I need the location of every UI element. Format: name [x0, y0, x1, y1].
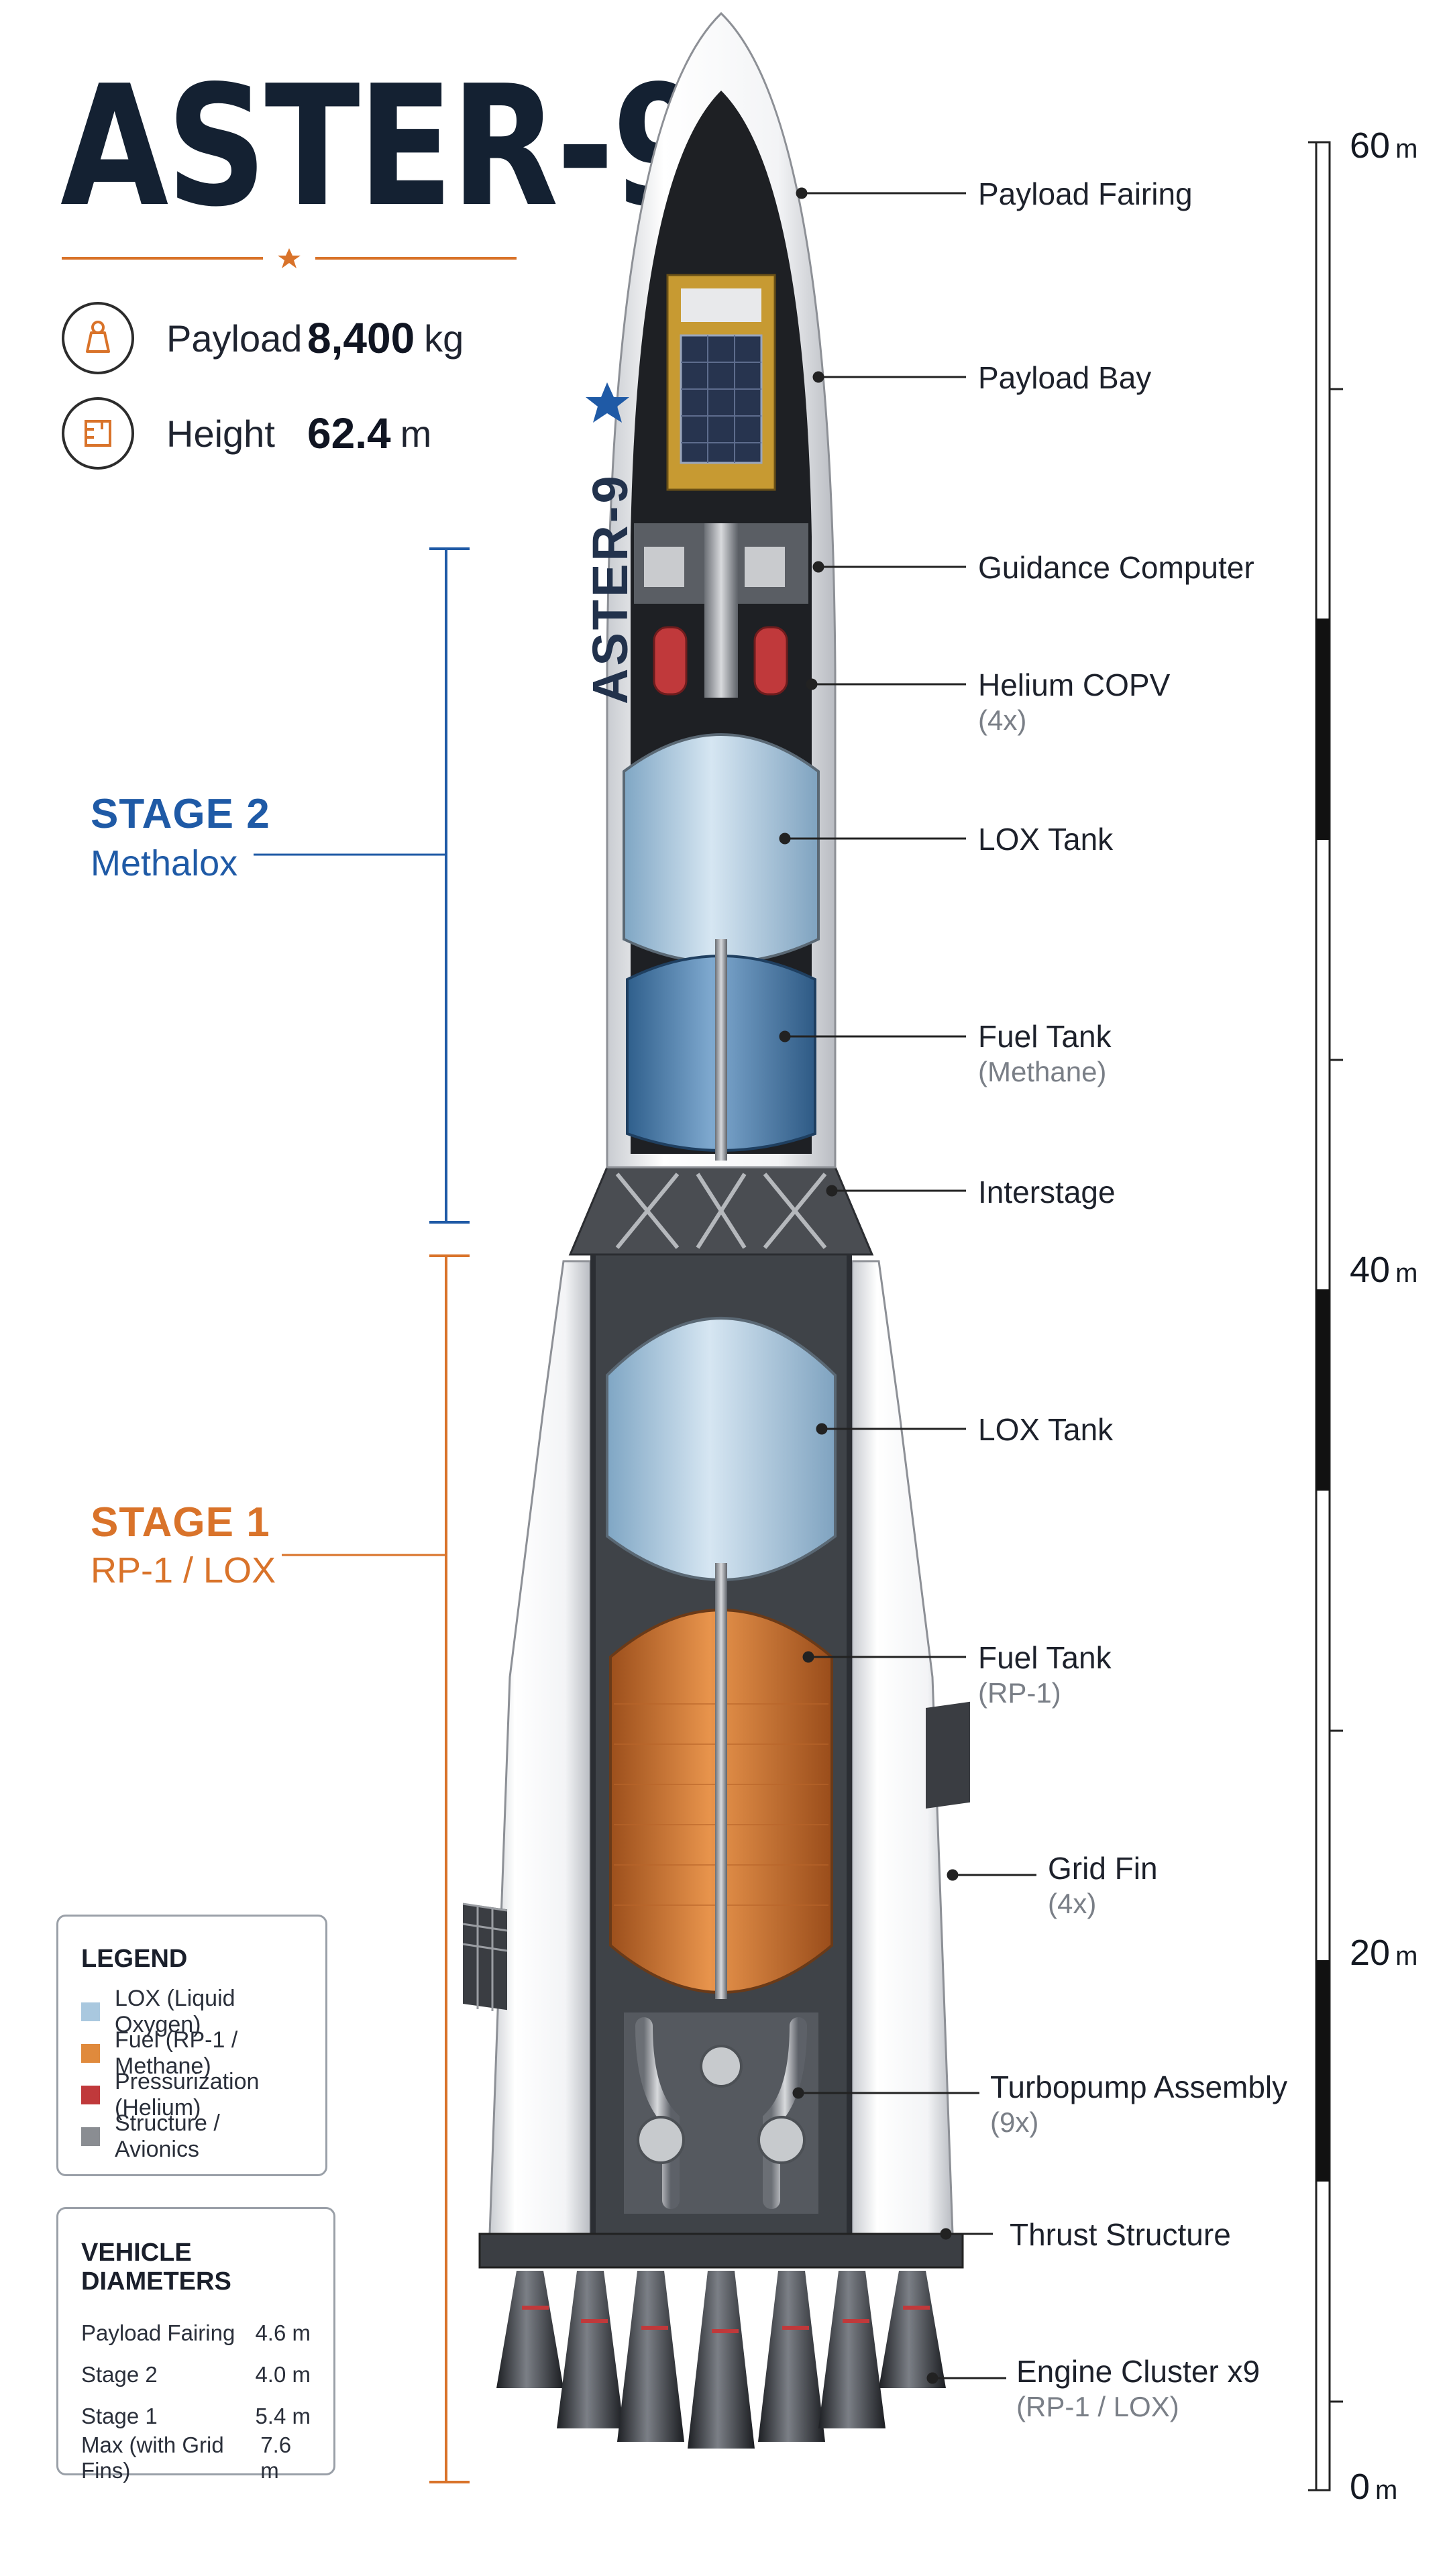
stat-payload-unit: kg	[424, 317, 464, 360]
callout-turbopump-assembly: Turbopump Assembly	[990, 2070, 1288, 2104]
stat-payload-value: 8,400	[307, 314, 415, 362]
payload-satellite	[666, 274, 776, 491]
stage1-bracket	[282, 1254, 470, 2483]
height-scale	[1308, 141, 1343, 2491]
callout-stage2-lox-tank: LOX Tank	[978, 822, 1114, 857]
callout-guidance-computer: Guidance Computer	[978, 550, 1254, 585]
legend-item-lox: LOX (Liquid Oxygen)	[81, 1986, 303, 2037]
helium-copv	[653, 626, 788, 696]
legend-swatch-structure	[81, 2127, 100, 2146]
legend-box: LEGEND LOX (Liquid Oxygen) Fuel (RP-1 / …	[56, 1915, 327, 2176]
stage2-subtitle: Methalox	[91, 843, 238, 883]
title-divider	[62, 248, 517, 268]
callout-stage2-fuel-tank: Fuel Tank	[978, 1019, 1112, 1054]
legend-item-pressurization: Pressurization (Helium)	[81, 2069, 303, 2121]
stage2-lox-tank	[623, 733, 820, 964]
legend-swatch-fuel	[81, 2044, 100, 2063]
callout-helium-copv-sub: (4x)	[978, 704, 1027, 736]
legend-item-fuel: Fuel (RP-1 / Methane)	[81, 2027, 303, 2079]
callout-payload-fairing: Payload Fairing	[978, 176, 1193, 211]
weight-icon	[62, 302, 134, 374]
callout-grid-fin-sub: (4x)	[1048, 1888, 1097, 1919]
thrust-structure	[478, 2233, 964, 2269]
stat-height-label: Height	[166, 412, 275, 455]
page-title: ASTER-9	[60, 50, 709, 244]
callout-turbopump-assembly-sub: (9x)	[990, 2106, 1039, 2138]
callout-stage1-fuel-tank: Fuel Tank	[978, 1640, 1112, 1675]
stat-height: Height 62.4 m	[62, 397, 431, 470]
callout-interstage: Interstage	[978, 1175, 1116, 1210]
stat-payload: Payload 8,400 kg	[62, 302, 464, 374]
callout-engine-cluster-sub: (RP-1 / LOX)	[1016, 2391, 1179, 2422]
stage1-subtitle: RP-1 / LOX	[91, 1550, 276, 1591]
callout-stage2-fuel-tank-sub: (Methane)	[978, 1056, 1107, 1087]
legend-swatch-lox	[81, 2002, 100, 2021]
stat-payload-label: Payload	[166, 317, 303, 360]
legend-item-structure: Structure / Avionics	[81, 2110, 303, 2162]
callout-engine-cluster: Engine Cluster x9	[1016, 2354, 1260, 2389]
callout-helium-copv: Helium COPV	[978, 667, 1171, 702]
stage2-bracket	[254, 547, 470, 1224]
logo-star-icon	[586, 382, 629, 423]
callout-stage1-lox-tank: LOX Tank	[978, 1412, 1114, 1447]
body-lettering: ASTER-9	[582, 473, 638, 704]
callout-stage1-fuel-tank-sub: (RP-1)	[978, 1677, 1061, 1709]
rocket-cutaway: ASTER-9	[462, 11, 970, 2449]
stage1-lox-tank	[606, 1317, 837, 1581]
diameters-title: VEHICLE DIAMETERS	[81, 2239, 231, 2296]
callout-thrust-structure: Thrust Structure	[1010, 2217, 1231, 2252]
stat-height-value: 62.4	[307, 409, 391, 458]
turbopump-assembly	[624, 2010, 818, 2214]
grid-fin-right	[926, 1701, 970, 1809]
stat-height-unit: m	[400, 412, 432, 455]
legend-swatch-pressurization	[81, 2086, 100, 2104]
grid-fin-left	[462, 1902, 508, 2011]
stage2-title: STAGE 2	[91, 791, 270, 837]
ruler-icon	[62, 397, 134, 470]
stage-brackets	[254, 547, 470, 2483]
stage1-title: STAGE 1	[91, 1499, 270, 1546]
legend-title: LEGEND	[81, 1945, 188, 1973]
callout-payload-bay: Payload Bay	[978, 360, 1152, 395]
diameter-row: Max (with Grid Fins)7.6 m	[81, 2432, 292, 2483]
engine-cluster	[496, 2271, 946, 2449]
callout-grid-fin: Grid Fin	[1048, 1851, 1158, 1886]
star-icon	[278, 248, 301, 268]
